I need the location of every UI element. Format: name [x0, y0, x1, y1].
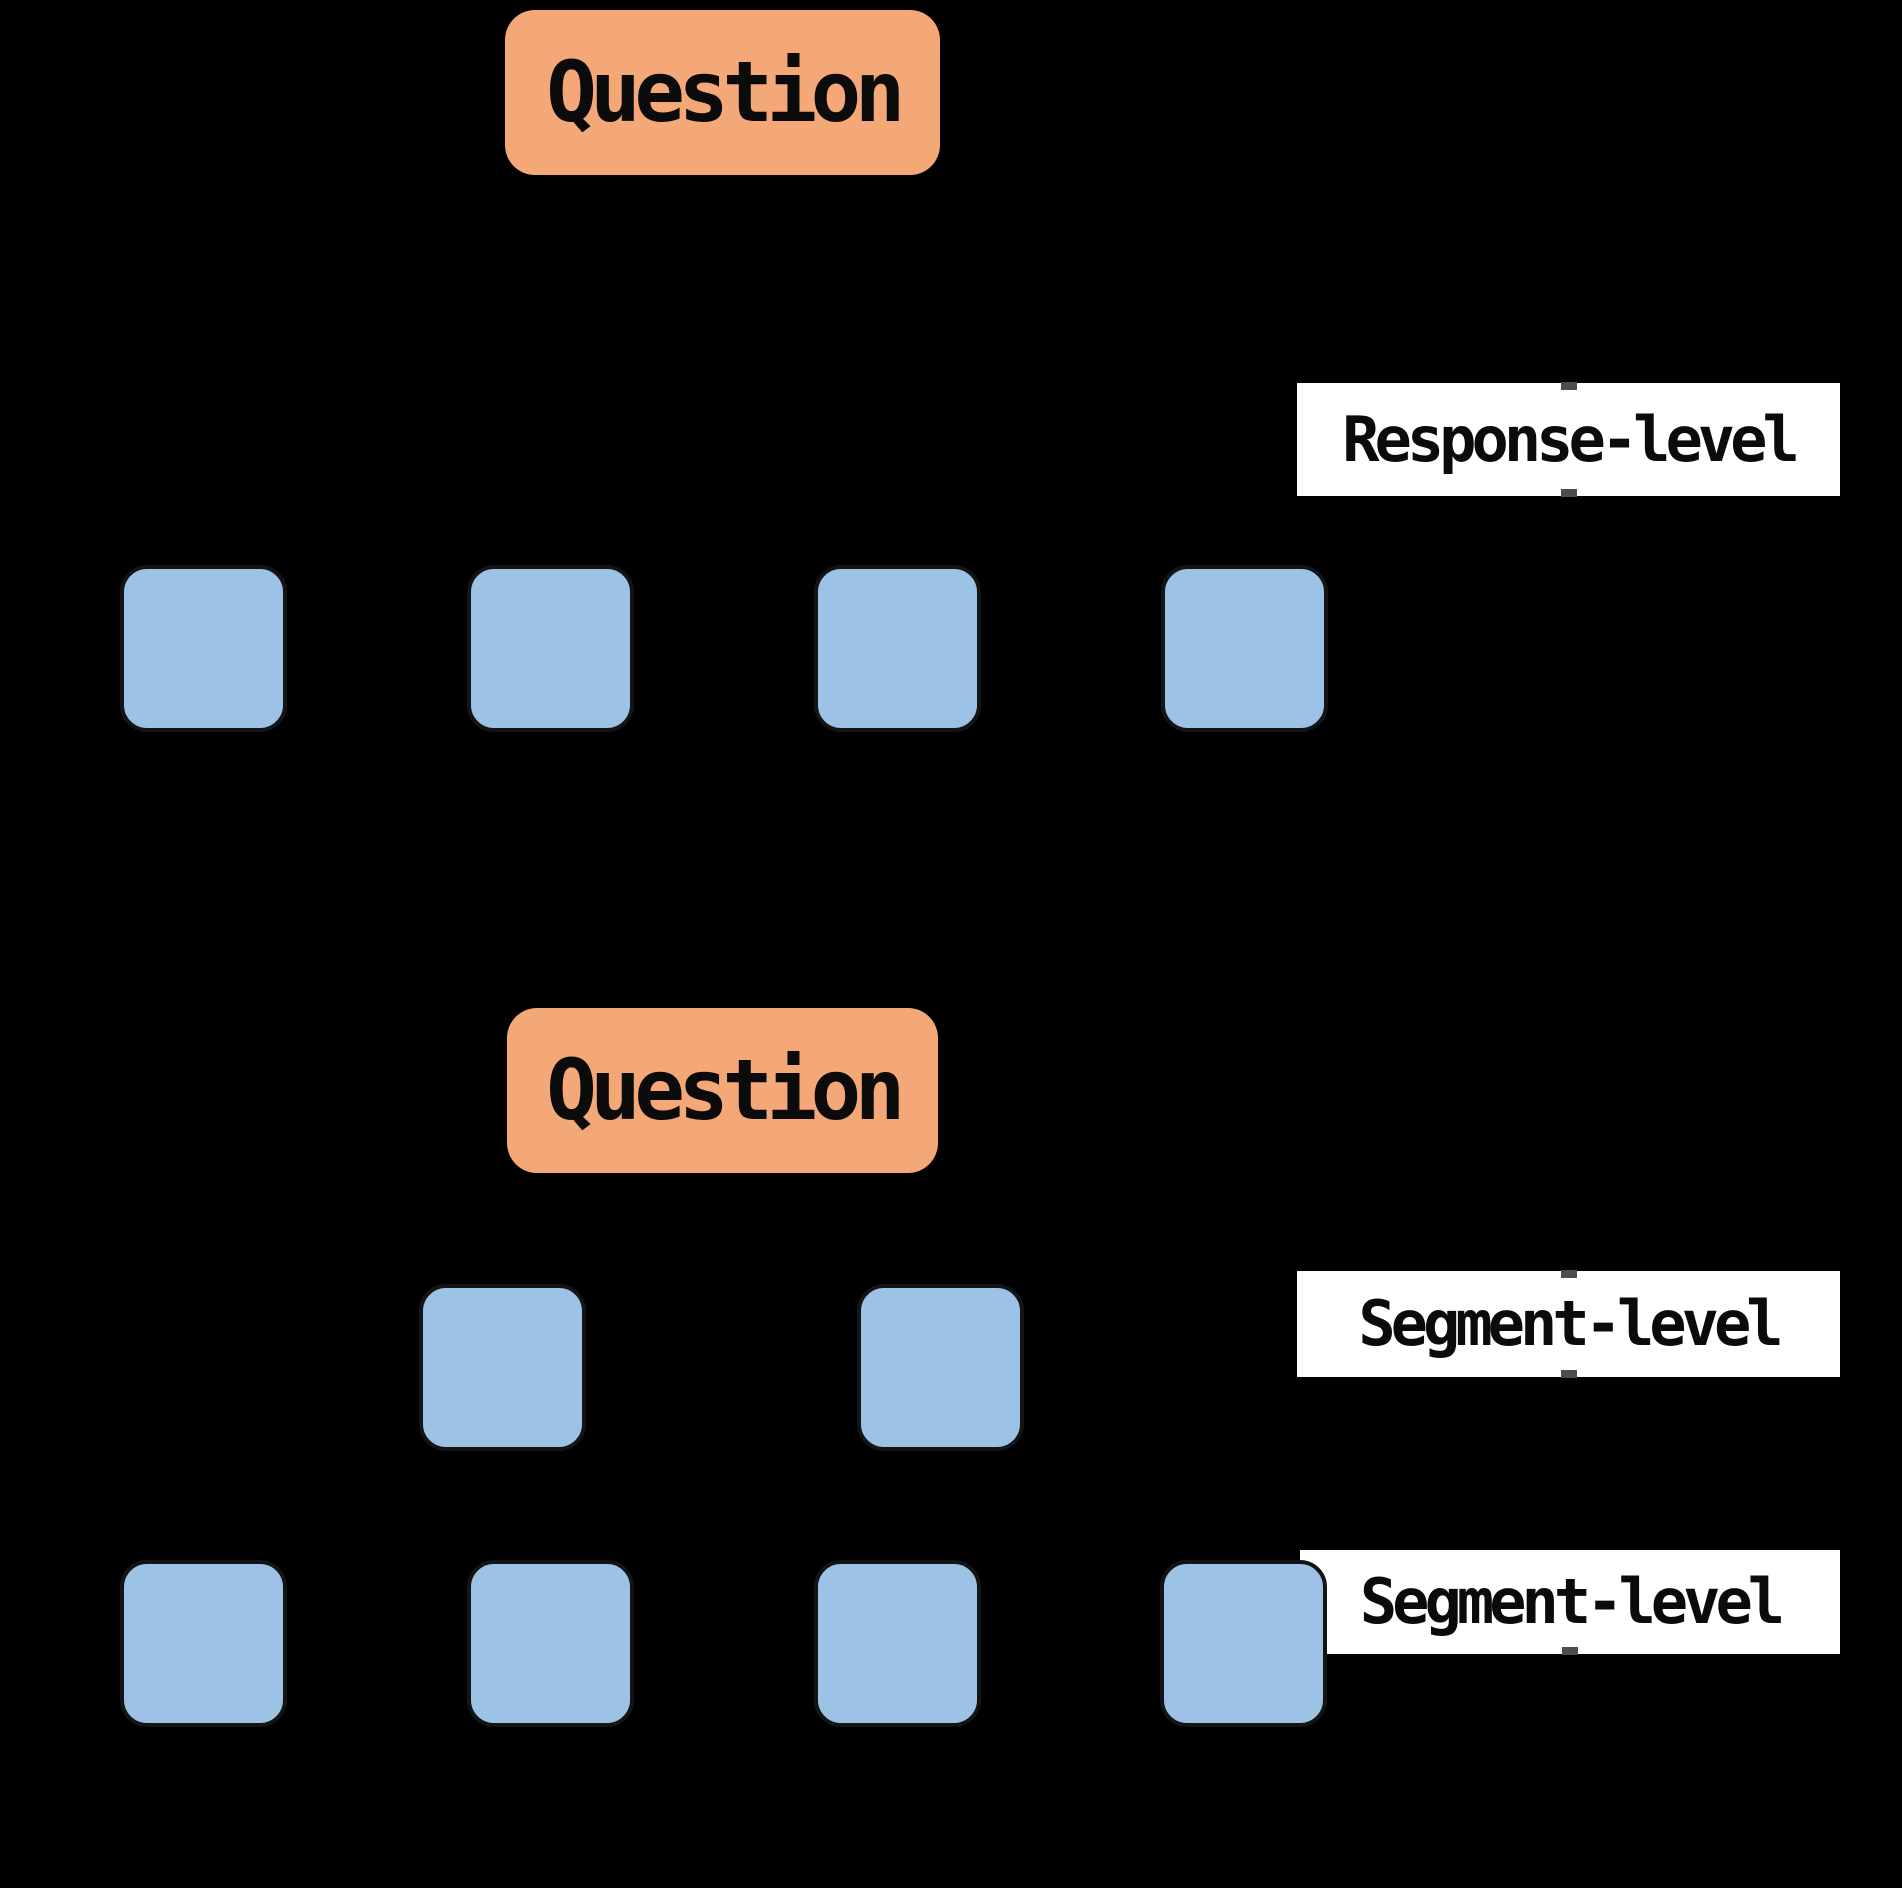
- segment-block: [419, 1284, 586, 1451]
- arrow-tip-notch: [1560, 1270, 1577, 1278]
- segment-block: [857, 1284, 1024, 1451]
- arrow-tip-notch: [1560, 382, 1577, 390]
- response-level-text: Response-level: [1342, 403, 1800, 476]
- segment-block: [467, 1560, 634, 1727]
- response-block: [1161, 565, 1328, 732]
- response-block: [467, 565, 634, 732]
- response-level-label: Response-level: [1297, 382, 1840, 497]
- arrow-tip-notch: [1562, 1647, 1578, 1655]
- question-box-bottom: Question: [507, 1008, 938, 1173]
- segment-level-label-lower: Segment-level: [1300, 1550, 1840, 1655]
- segment-level-label-upper: Segment-level: [1297, 1270, 1840, 1378]
- question-box-top: Question: [505, 10, 940, 175]
- segment-block: [814, 1560, 981, 1727]
- question-label-bottom: Question: [546, 1041, 905, 1139]
- segment-block: [120, 1560, 287, 1727]
- segment-level-lower-text: Segment-level: [1359, 1565, 1785, 1638]
- response-block: [814, 565, 981, 732]
- arrow-tip-notch: [1560, 1370, 1577, 1378]
- segment-level-upper-text: Segment-level: [1358, 1287, 1783, 1360]
- response-block: [120, 565, 287, 732]
- question-label-top: Question: [546, 43, 905, 141]
- arrow-tip-notch: [1560, 489, 1577, 497]
- segment-block: [1160, 1560, 1327, 1727]
